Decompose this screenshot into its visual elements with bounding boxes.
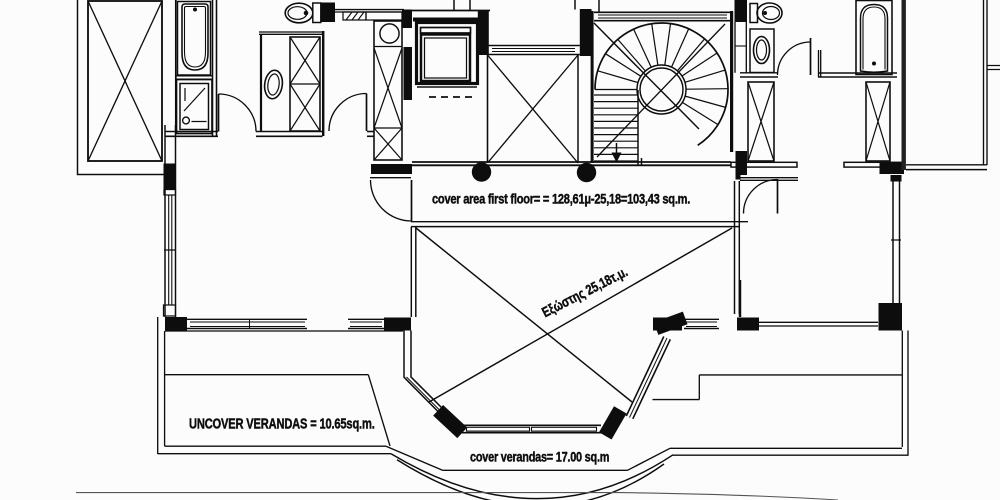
svg-text:cover verandas= 17.00 sq.m: cover verandas= 17.00 sq.m <box>470 449 609 465</box>
svg-text:UNCOVER VERANDAS = 10.65sq.m.: UNCOVER VERANDAS = 10.65sq.m. <box>189 415 375 432</box>
svg-text:cover area first floor= = 128,: cover area first floor= = 128,61μ-25,18=… <box>432 190 690 207</box>
